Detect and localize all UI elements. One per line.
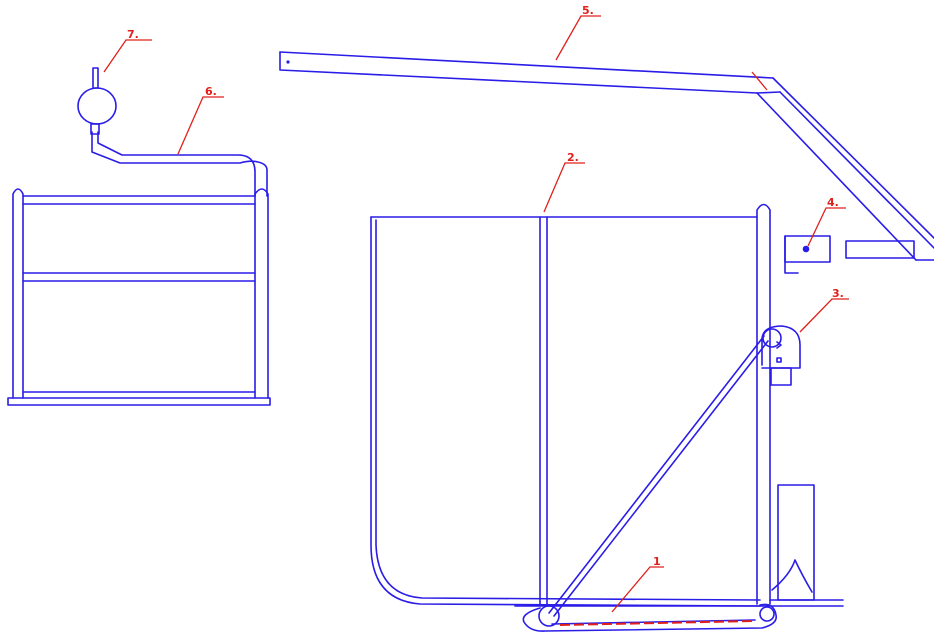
actuator-hatch — [559, 620, 756, 626]
callout-2: 2. — [567, 151, 579, 164]
right-post — [756, 203, 771, 605]
lower-bracket — [771, 484, 815, 601]
left-frame — [7, 188, 271, 406]
callout-6: 6. — [205, 85, 217, 98]
left-frame-base — [7, 397, 271, 406]
callout-leaders — [103, 15, 849, 613]
stub-bar — [845, 240, 915, 259]
callout-7: 7. — [127, 28, 139, 41]
top-beam — [279, 51, 934, 261]
callout-3: 3. — [832, 287, 844, 300]
callout-1: 1 — [653, 555, 661, 568]
callout-5: 5. — [582, 4, 594, 17]
main-frame-outer — [370, 216, 761, 607]
pulley-assembly — [761, 325, 801, 386]
beam-pin — [286, 60, 290, 64]
callout-4: 4. — [827, 196, 839, 209]
bent-tube — [91, 131, 268, 197]
knob-assembly — [77, 67, 117, 135]
divider-post — [539, 216, 548, 605]
bracket-plate — [784, 235, 831, 274]
left-frame-left-post — [12, 188, 24, 399]
main-frame — [370, 203, 844, 607]
left-frame-right-post — [254, 188, 269, 399]
callout-labels: 7. 6. 5. 2. 4. 3. 1 — [127, 4, 844, 568]
actuator — [522, 335, 778, 632]
